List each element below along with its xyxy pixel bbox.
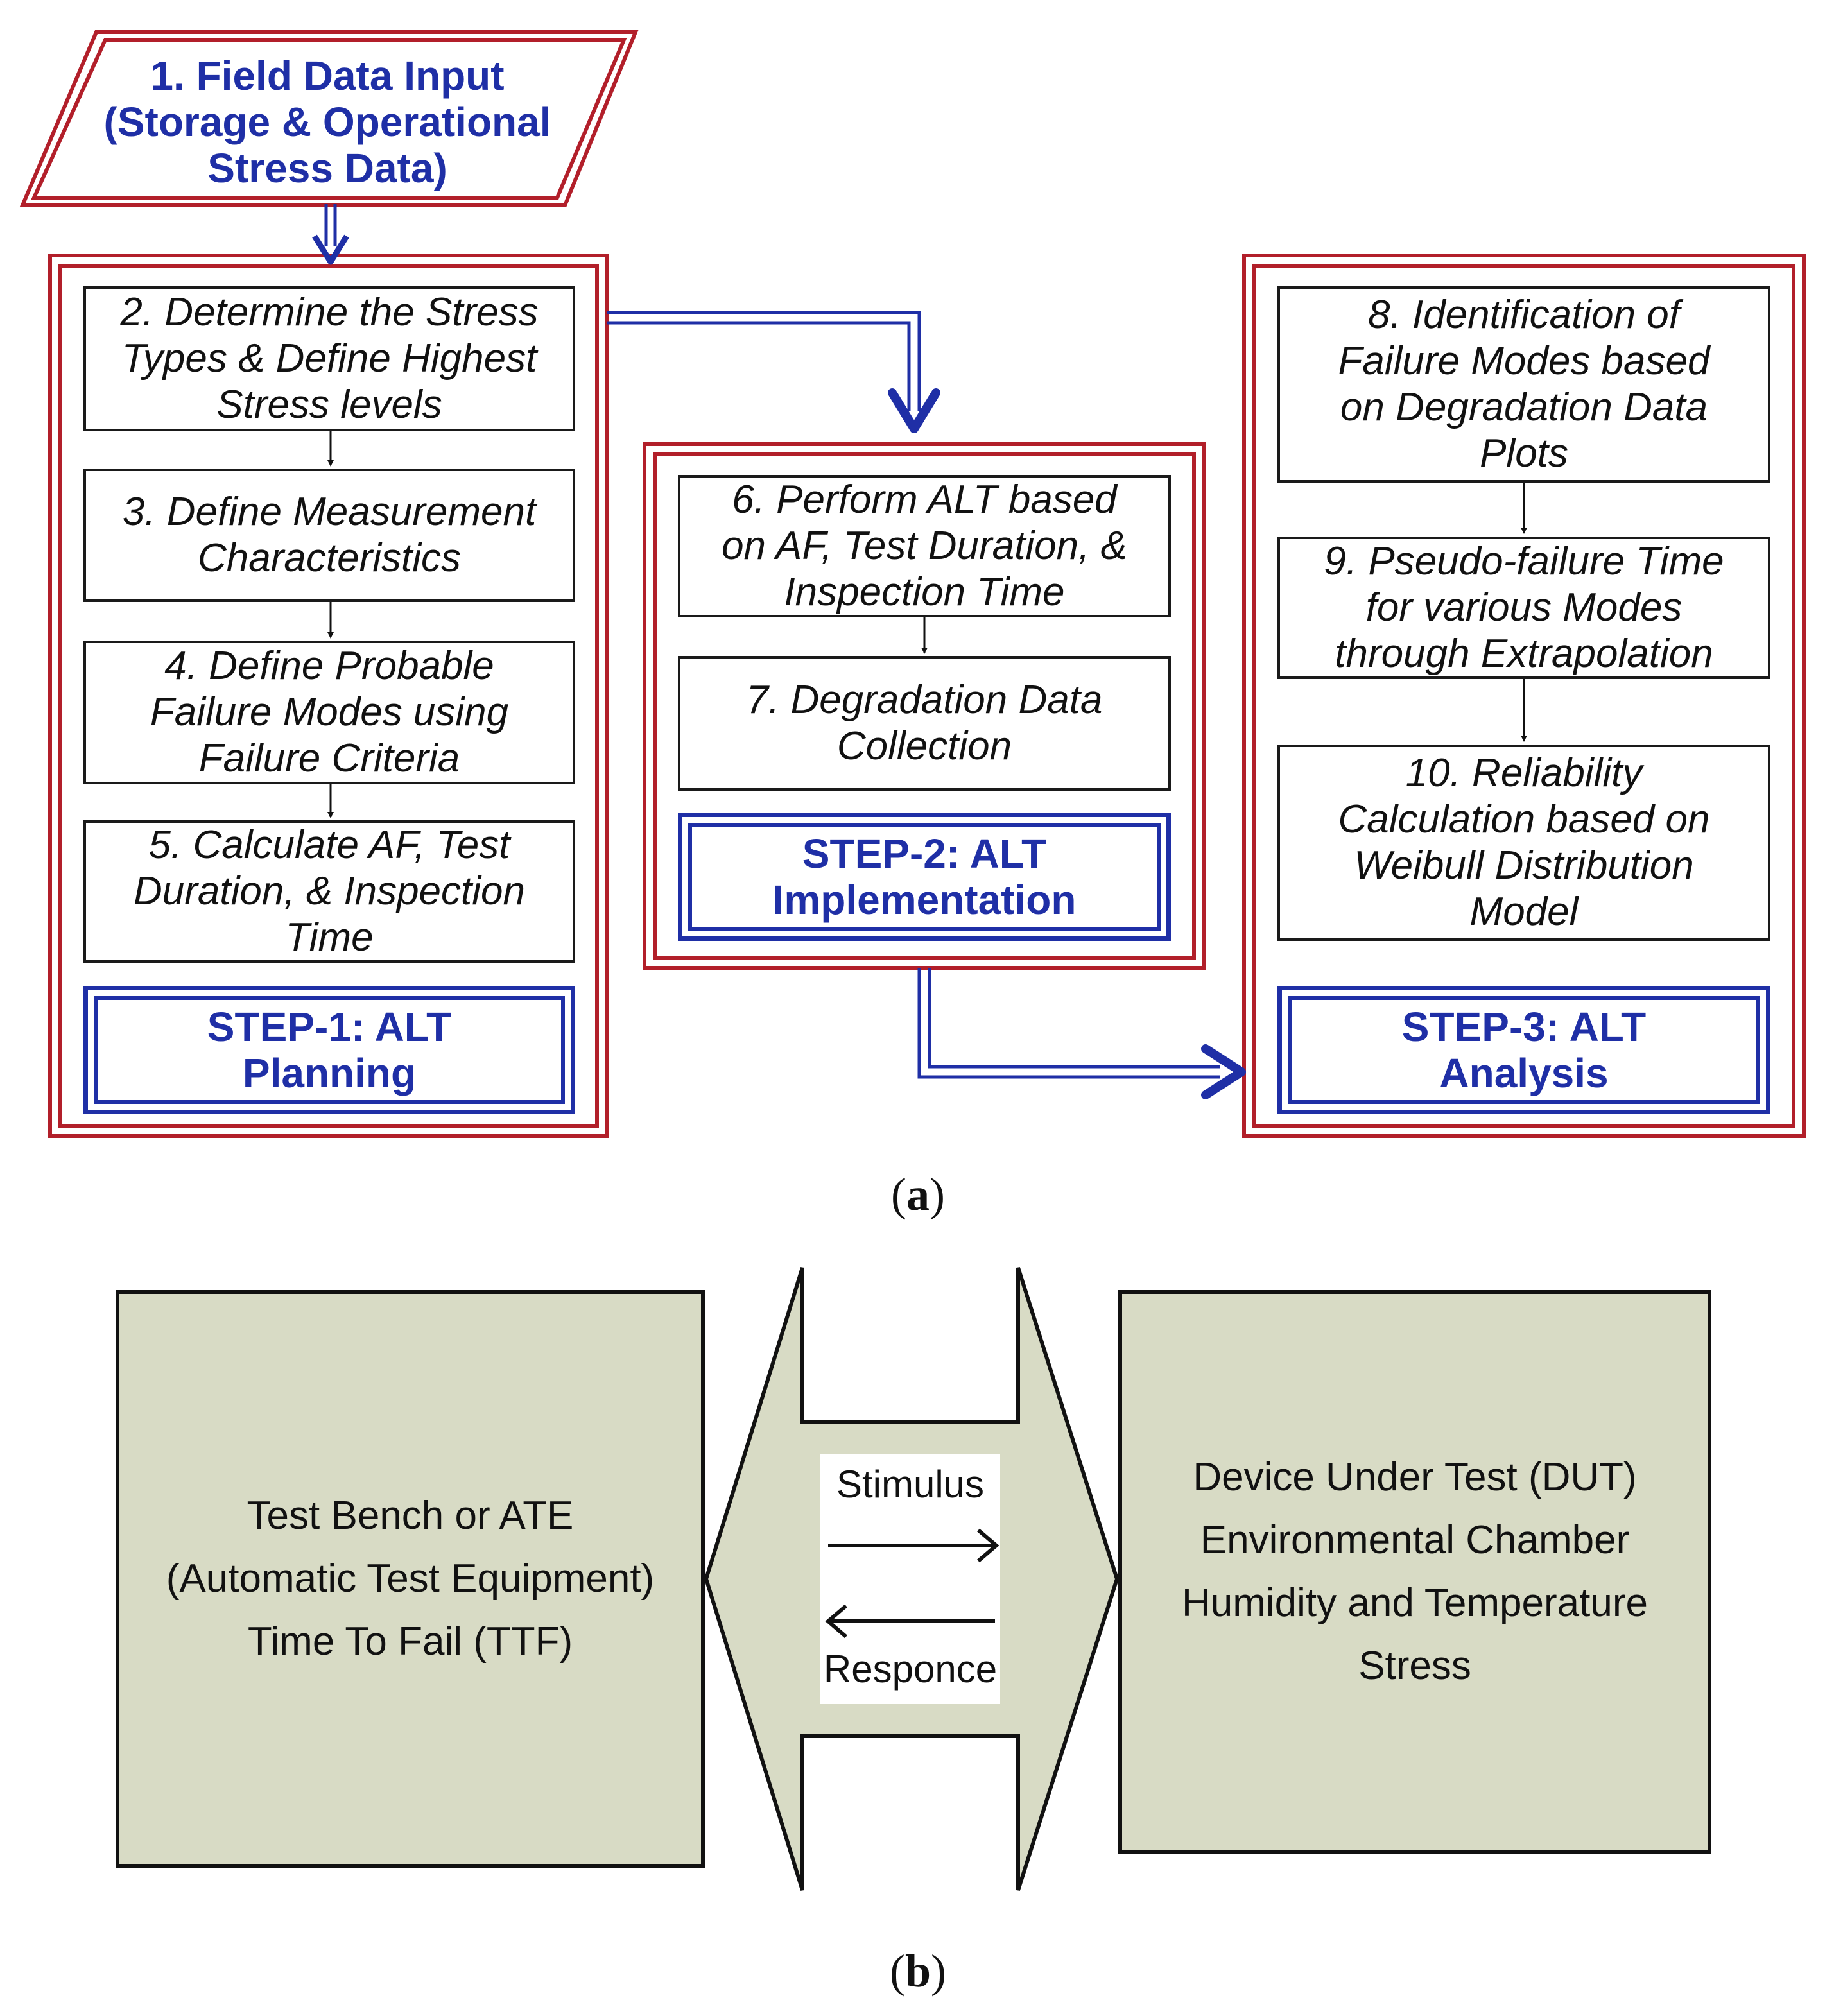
- stimulus-arrow: [828, 1528, 999, 1563]
- node-2-determine-stress: 2. Determine the Stress Types & Define H…: [83, 286, 575, 431]
- input-data-label: 1. Field Data Input (Storage & Operation…: [103, 53, 551, 191]
- node-7-degradation-collection: 7. Degradation Data Collection: [678, 656, 1171, 791]
- node-4-failure-modes: 4. Define Probable Failure Modes using F…: [83, 641, 575, 784]
- step2-label: STEP-2: ALT Implementation: [688, 823, 1161, 931]
- node-3-measurement-characteristics: 3. Define Measurement Characteristics: [83, 469, 575, 602]
- node-6-perform-alt: 6. Perform ALT based on AF, Test Duratio…: [678, 475, 1171, 617]
- arrow-step2-to-step3: [917, 968, 1246, 1099]
- step3-label-box: STEP-3: ALT Analysis: [1277, 986, 1770, 1114]
- step2-label-box: STEP-2: ALT Implementation: [678, 813, 1171, 941]
- response-label: Responce: [823, 1648, 998, 1691]
- response-arrow: [825, 1604, 995, 1639]
- device-under-test-box: Device Under Test (DUT) Environmental Ch…: [1118, 1290, 1711, 1854]
- arrow-step1-to-step2: [607, 311, 940, 433]
- node-8-identification: 8. Identification of Failure Modes based…: [1277, 286, 1770, 483]
- caption-b: (b): [889, 1945, 946, 1997]
- step1-label: STEP-1: ALT Planning: [94, 996, 565, 1104]
- input-parallelogram-inner: [31, 38, 627, 200]
- step2-frame-inner: [653, 452, 1196, 960]
- step1-label-box: STEP-1: ALT Planning: [83, 986, 575, 1114]
- step2-frame-outer: [643, 442, 1206, 970]
- stimulus-label: Stimulus: [836, 1463, 985, 1506]
- input-parallelogram-outer: [19, 30, 639, 207]
- step3-label: STEP-3: ALT Analysis: [1288, 996, 1760, 1104]
- node-5-calculate-af: 5. Calculate AF, Test Duration, & Inspec…: [83, 820, 575, 963]
- arrow-input-to-step1: [312, 204, 349, 265]
- step1-frame-inner: [58, 264, 599, 1128]
- node-9-pseudo-failure: 9. Pseudo-failure Time for various Modes…: [1277, 537, 1770, 679]
- node-10-reliability: 10. Reliability Calculation based on Wei…: [1277, 745, 1770, 941]
- step3-frame-inner: [1252, 264, 1795, 1128]
- caption-a: (a): [891, 1169, 945, 1220]
- arrow-label-panel: [820, 1454, 1000, 1704]
- test-bench-ate-box: Test Bench or ATE (Automatic Test Equipm…: [116, 1290, 705, 1868]
- step3-frame-outer: [1242, 254, 1806, 1138]
